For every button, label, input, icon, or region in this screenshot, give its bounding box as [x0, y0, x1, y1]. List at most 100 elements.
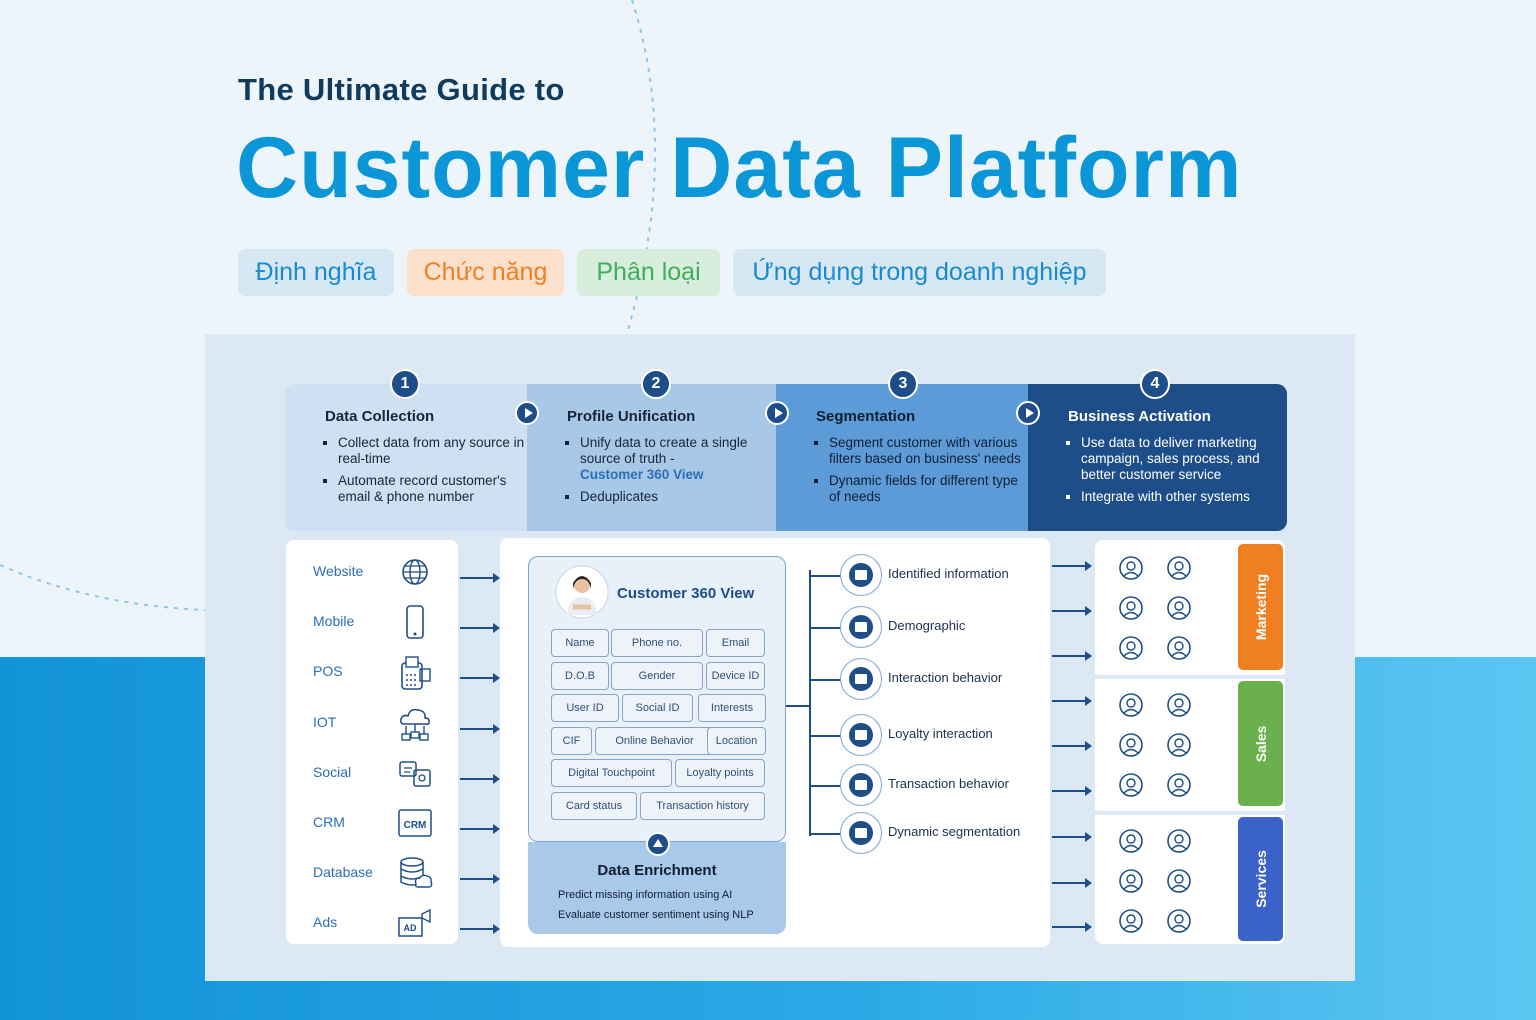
svg-text:CRM: CRM — [404, 820, 427, 831]
step-number-badge: 3 — [888, 369, 918, 399]
dynamic-chart-icon — [840, 812, 882, 854]
pos-terminal-icon — [396, 653, 434, 691]
highlight-text: Customer 360 View — [580, 467, 704, 482]
segment-label: Demographic — [888, 618, 966, 633]
enrichment-title: Data Enrichment — [597, 862, 717, 879]
profile-field: D.O.B — [551, 661, 609, 690]
segment-label: Identified information — [888, 566, 1009, 581]
loyalty-card-icon — [840, 714, 882, 756]
list-icon — [1113, 767, 1149, 803]
segment-label: Dynamic segmentation — [888, 824, 1021, 839]
gear-hat-icon — [1113, 687, 1149, 723]
flow-arrow — [1052, 651, 1092, 661]
source-label: Ads — [313, 914, 338, 931]
play-arrow-icon — [765, 401, 789, 425]
ads-icon: AD — [396, 904, 434, 942]
group-divider — [1095, 811, 1285, 815]
database-icon — [396, 854, 434, 892]
profile-field: Device ID — [706, 661, 765, 690]
facebook-icon — [1113, 823, 1149, 859]
ticket-icon — [1161, 863, 1197, 899]
clock-person-icon — [1161, 590, 1197, 626]
location-pin-icon — [840, 606, 882, 648]
flow-arrow — [460, 623, 500, 634]
step-bullet: Use data to deliver marketing campaign, … — [1064, 435, 1287, 483]
segment-label: Transaction behavior — [888, 776, 1009, 791]
tag-1[interactable]: Chức năng — [407, 249, 564, 296]
step-title: Business Activation — [1068, 408, 1211, 425]
flow-arrow — [460, 573, 500, 583]
source-label: Mobile — [313, 613, 355, 630]
flow-arrow — [460, 723, 500, 734]
step-bullet: Unify data to create a single source of … — [563, 435, 776, 483]
source-label: Database — [313, 864, 373, 881]
pointer-icon — [840, 658, 882, 700]
email-icon — [1113, 590, 1149, 626]
connector-branch — [809, 735, 841, 737]
svg-text:AD: AD — [404, 923, 417, 933]
profile-field: Phone no. — [611, 629, 703, 657]
profile-field: Interests — [698, 694, 766, 722]
step-number-badge: 1 — [390, 369, 420, 399]
globe-icon — [396, 553, 434, 591]
crm-icon: CRM — [396, 804, 434, 842]
tag-3[interactable]: Ứng dụng trong doanh nghiệp — [733, 249, 1106, 296]
flow-arrow — [1052, 922, 1092, 932]
decorative-dashed-curves — [0, 0, 657, 611]
profile-field: Gender — [611, 661, 703, 690]
source-label: CRM — [313, 814, 345, 830]
connector-trunk — [809, 570, 811, 836]
tag-0[interactable]: Định nghĩa — [238, 249, 394, 296]
play-arrow-icon — [515, 401, 539, 425]
target-person-icon — [1161, 630, 1197, 666]
play-arrow-icon — [1016, 401, 1040, 425]
step-bullet: Collect data from any source in real-tim… — [321, 435, 527, 467]
flow-arrow — [1052, 878, 1092, 888]
headset-icon — [1113, 863, 1149, 899]
profile-field: Location — [707, 726, 766, 755]
flow-arrow — [1052, 832, 1092, 842]
activation-tab-services: Services — [1238, 817, 1283, 941]
profile-field: Online Behavior — [595, 726, 714, 755]
group-divider — [1095, 675, 1285, 679]
step-bullet: Dynamic fields for different type of nee… — [812, 473, 1028, 505]
flow-arrow — [460, 824, 500, 834]
activation-tab-marketing: Marketing — [1238, 544, 1283, 670]
data-enrichment-box: Data Enrichment Predict missing informat… — [528, 842, 786, 934]
flow-arrow — [460, 874, 500, 885]
profile-field: Email — [706, 629, 765, 657]
connector-line — [786, 705, 810, 707]
step-bullet: Segment customer with various filters ba… — [812, 435, 1028, 467]
connector-branch — [809, 679, 841, 681]
team-hand-icon — [1161, 903, 1197, 939]
kpi-gauge-icon — [1113, 727, 1149, 763]
source-label: IOT — [313, 713, 337, 730]
transaction-icon — [840, 764, 882, 806]
profile-field: Card status — [551, 791, 637, 820]
step-bullet: Deduplicates — [563, 489, 776, 505]
browser-settings-icon — [1161, 767, 1197, 803]
flow-arrow — [460, 924, 500, 935]
flow-arrow — [1052, 741, 1092, 751]
customer-360-title: Customer 360 View — [617, 585, 755, 602]
mobile-chat-icon — [1113, 630, 1149, 666]
step-title: Profile Unification — [567, 408, 696, 425]
avatar — [555, 565, 609, 619]
tag-2[interactable]: Phân loại — [577, 249, 720, 296]
smartphone-icon — [396, 603, 434, 641]
flow-arrow — [460, 773, 500, 784]
social-icon — [396, 754, 434, 792]
profile-field: Social ID — [622, 694, 693, 722]
page-title: Customer Data Platform — [236, 120, 1243, 216]
target-network-icon — [1161, 550, 1197, 586]
profile-field: Digital Touchpoint — [551, 759, 672, 787]
profile-field: Transaction history — [640, 791, 765, 820]
flow-chart-icon — [1161, 727, 1197, 763]
profile-field: User ID — [551, 694, 619, 722]
page-subtitle: The Ultimate Guide to — [238, 72, 565, 107]
segment-label: Loyalty interaction — [888, 726, 993, 741]
flow-arrow — [1052, 561, 1092, 571]
